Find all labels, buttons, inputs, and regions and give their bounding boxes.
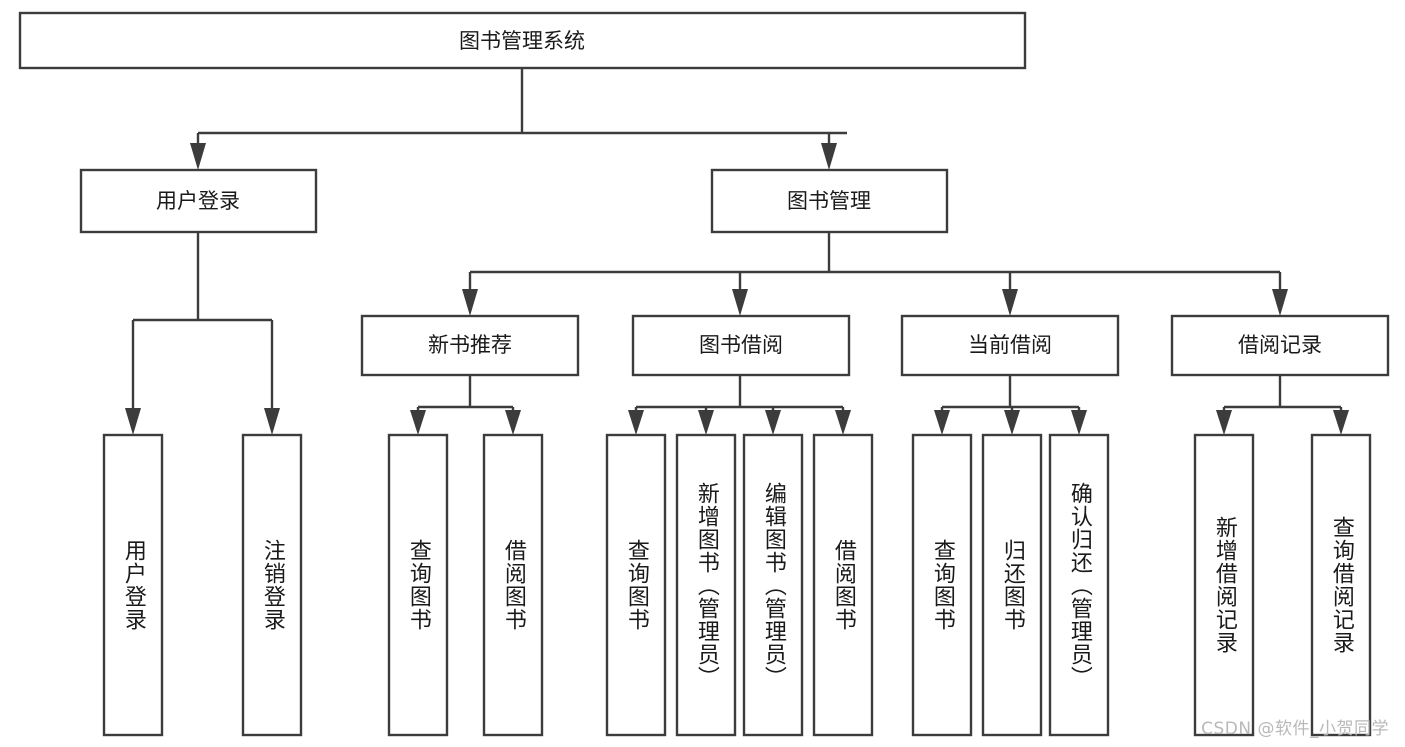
leaf-book-borrow-3[interactable]: [812, 433, 874, 737]
leaf-book-borrow-0[interactable]: [605, 433, 667, 737]
leaf-current-borrow-2[interactable]: [1048, 433, 1110, 737]
leaf-new-book-1[interactable]: [482, 433, 544, 737]
watermark-text: CSDN @软件_小贺同学: [1201, 719, 1389, 739]
node-book-borrow-label: 图书借阅: [699, 333, 783, 357]
leaf-current-borrow-0[interactable]: [911, 433, 973, 737]
leaf-user-login-0[interactable]: [102, 433, 164, 737]
node-root-label: 图书管理系统: [459, 29, 585, 53]
connector-bookmgmt-to-level3: [462, 232, 1288, 316]
connector-borrowrecord-to-leaves: [1216, 375, 1349, 435]
connector-newbook-to-leaves: [410, 375, 521, 435]
node-root[interactable]: [18, 11, 1027, 70]
node-user-login[interactable]: [79, 168, 318, 234]
node-new-book-recommend-label: 新书推荐: [428, 333, 512, 357]
connector-userlogin-to-leaves: [125, 232, 280, 435]
leaf-borrow-record-0[interactable]: [1193, 433, 1255, 737]
node-book-borrow[interactable]: [631, 314, 851, 377]
node-user-login-label: 用户登录: [156, 189, 240, 213]
node-borrow-record-label: 借阅记录: [1238, 333, 1322, 357]
leaf-book-borrow-1[interactable]: [675, 433, 737, 737]
leaf-current-borrow-1[interactable]: [981, 433, 1043, 737]
node-new-book-recommend[interactable]: [360, 314, 580, 377]
node-current-borrow-label: 当前借阅: [968, 333, 1052, 357]
node-borrow-record[interactable]: [1170, 314, 1390, 377]
leaf-new-book-0[interactable]: [387, 433, 449, 737]
leaf-user-login-1[interactable]: [241, 433, 303, 737]
leaf-book-borrow-2[interactable]: [742, 433, 804, 737]
node-book-management[interactable]: [710, 168, 949, 234]
connector-bookborrow-to-leaves: [628, 375, 851, 435]
leaf-borrow-record-1[interactable]: [1310, 433, 1372, 737]
connector-root-to-level2: [190, 68, 847, 170]
connector-currentborrow-to-leaves: [934, 375, 1087, 435]
node-current-borrow[interactable]: [900, 314, 1120, 377]
node-book-management-label: 图书管理: [787, 189, 871, 213]
